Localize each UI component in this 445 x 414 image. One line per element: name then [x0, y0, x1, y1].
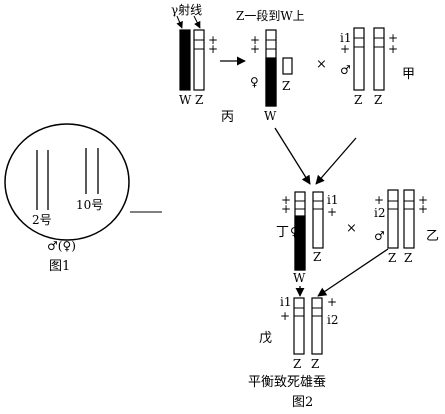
ding-w-black-part [294, 215, 306, 271]
ding-name: 丁 [276, 225, 289, 240]
yi-z1-chromosome [387, 189, 399, 249]
yi-gene-label: i2 [374, 206, 385, 220]
z-fragment [282, 57, 293, 75]
arrow-to-wu-right [317, 248, 389, 297]
ding-female-symbol: ♀ [290, 225, 299, 239]
jia-name: 甲 [402, 67, 415, 82]
ding-gene-label: i1 [327, 193, 338, 207]
bing-plus-2: + [208, 42, 218, 56]
ding-w-label: W [293, 271, 306, 285]
organism-yi: + i2 + + ♂ Z Z 乙 [374, 189, 439, 265]
figure1-caption: 图1 [49, 259, 70, 274]
bing-z-label: Z [195, 93, 203, 107]
wu-name: 戊 [259, 331, 272, 346]
yi-z1-label: Z [388, 251, 396, 265]
wu-z2-chromosome [311, 297, 323, 355]
organism-wu: i1 + + i2 戊 Z Z [259, 295, 338, 371]
result-label: 平衡致死雄蚕 [248, 375, 326, 390]
wu-plus-right: + [327, 295, 337, 309]
wu-gene2-label: i2 [327, 313, 338, 327]
yi-male-symbol: ♂ [374, 229, 385, 243]
bing-w-chromosome [179, 29, 191, 91]
bing-z-chromosome [193, 29, 205, 91]
chromosome-2-label: 2号 [32, 213, 52, 227]
yi-plus-right-1: + [418, 193, 428, 207]
translocation-result: + + ♀ W Z [250, 29, 293, 123]
ding-z-chromosome [312, 191, 324, 249]
bing-plus-1: + [208, 33, 218, 47]
chromosome-10-label: 10号 [76, 198, 103, 212]
gamma-ray-label: γ射线 [171, 2, 202, 17]
jia-plus-left: + [340, 42, 350, 56]
bing-name: 丙 [221, 110, 234, 125]
yi-name: 乙 [426, 229, 439, 244]
ding-plus-left-1: + [281, 193, 291, 207]
jia-plus-right-1: + [388, 31, 398, 45]
ding-plus-left-2: + [281, 202, 291, 216]
wu-z1-chromosome [293, 297, 305, 355]
jia-z2-label: Z [374, 93, 382, 107]
cell-outline [4, 123, 130, 241]
jia-z1-label: Z [354, 93, 362, 107]
bing-w-label: W [179, 93, 192, 107]
organism-jia: i1 + + + ♂ Z Z 甲 [340, 27, 415, 107]
yi-plus-left: + [374, 193, 384, 207]
gamma-arrow-1 [176, 15, 183, 29]
result-plus-2: + [250, 42, 260, 56]
translocation-label: Z一段到W上 [236, 8, 305, 23]
wu-plus-left: + [280, 309, 290, 323]
yi-z2-chromosome [403, 189, 415, 249]
wu-z2-label: Z [311, 357, 319, 371]
wu-z1-label: Z [293, 357, 301, 371]
cross-symbol-bottom: × [346, 221, 357, 236]
figure1: 2号 10号 ♂(♀) 图1 [4, 123, 130, 274]
result-w-black-part [265, 57, 277, 107]
jia-z1-chromosome [353, 27, 365, 91]
figure2-caption: 图2 [292, 395, 313, 410]
yi-plus-right-2: + [418, 202, 428, 216]
gamma-arrow-2 [193, 15, 201, 29]
organism-ding: + + i1 + 丁 ♀ Z W [276, 191, 338, 285]
arrow-to-ding-right [315, 137, 357, 185]
figure2: γ射线 W Z + + 丙 Z一段到W上 + + ♀ W [171, 2, 439, 410]
yi-z2-label: Z [404, 251, 412, 265]
wu-gene1-label: i1 [280, 295, 291, 309]
jia-male-symbol: ♂ [340, 63, 351, 77]
jia-gene-label: i1 [340, 31, 351, 45]
result-w-label: W [264, 109, 277, 123]
result-plus-1: + [250, 33, 260, 47]
arrow-to-ding-left [274, 127, 311, 185]
jia-plus-right-2: + [388, 42, 398, 56]
sex-label: ♂(♀) [47, 239, 76, 253]
cross-symbol-top: × [316, 57, 327, 72]
organism-bing: W Z + + 丙 [179, 29, 234, 125]
result-female-symbol: ♀ [250, 75, 259, 89]
z-fragment-label: Z [282, 79, 290, 93]
jia-z2-chromosome [373, 27, 385, 91]
ding-z-label: Z [313, 250, 321, 264]
ding-plus-right: + [327, 205, 337, 219]
